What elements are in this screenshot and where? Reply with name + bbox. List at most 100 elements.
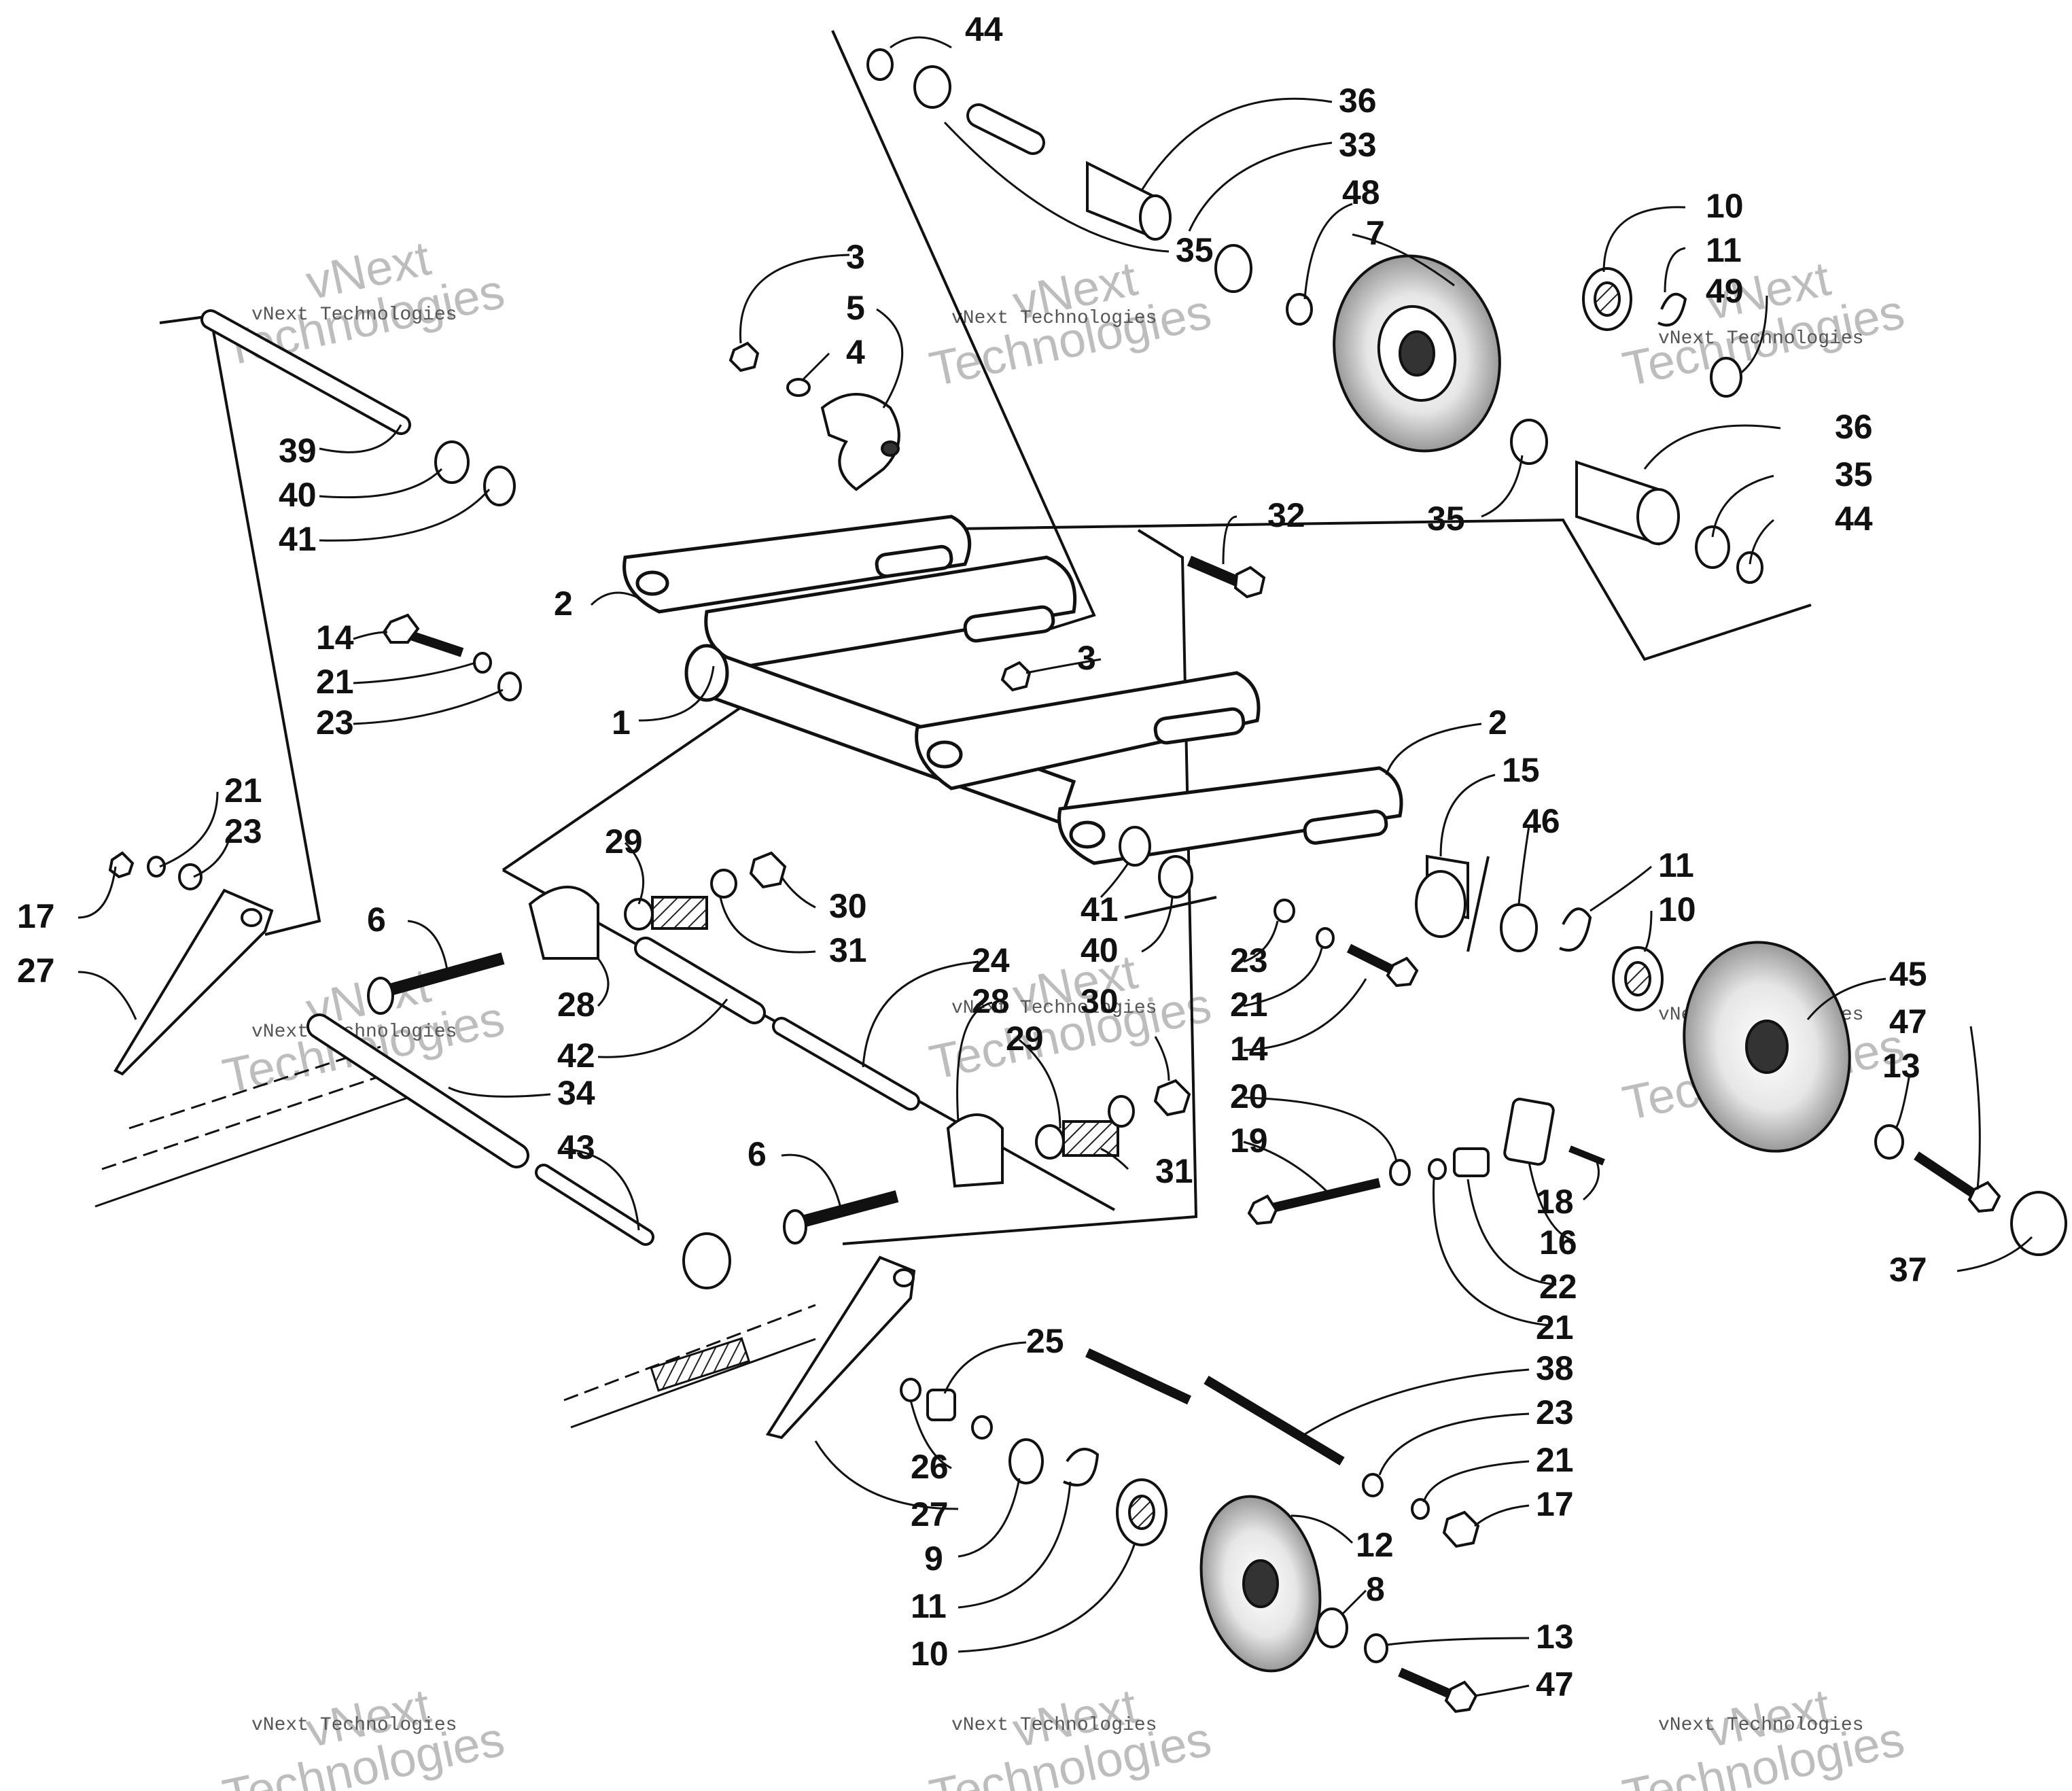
washer-21d bbox=[1428, 1158, 1447, 1180]
bolt-6a-head bbox=[367, 977, 394, 1015]
callout-21: 21 bbox=[1536, 1441, 1574, 1479]
leader bbox=[909, 1399, 952, 1470]
spring-31b bbox=[1062, 1120, 1119, 1157]
cam-hole bbox=[881, 440, 900, 457]
bolt-19-head bbox=[1247, 1194, 1278, 1225]
callout-47: 47 bbox=[1889, 1003, 1927, 1041]
leader bbox=[1481, 455, 1524, 518]
callout-13: 13 bbox=[1882, 1047, 1920, 1085]
bracket-28a bbox=[528, 886, 599, 960]
rail-line bbox=[101, 1066, 408, 1170]
bushing-9 bbox=[1008, 1438, 1044, 1484]
leader bbox=[1243, 1096, 1398, 1163]
callout-29: 29 bbox=[1006, 1020, 1044, 1058]
leader bbox=[1590, 865, 1652, 912]
nut-17b bbox=[1442, 1510, 1480, 1548]
leader bbox=[1100, 863, 1129, 899]
callout-29: 29 bbox=[605, 822, 643, 860]
mid-right-parts bbox=[1119, 555, 2067, 1256]
leader bbox=[956, 1001, 993, 1122]
leader bbox=[638, 665, 715, 722]
callout-35: 35 bbox=[1427, 500, 1465, 538]
callout-4: 4 bbox=[846, 333, 865, 371]
track-rails bbox=[94, 1045, 816, 1429]
watermark-small-1: vNext Technologies bbox=[251, 305, 457, 326]
bushing-41b bbox=[1119, 826, 1151, 867]
washer-23b bbox=[1274, 899, 1295, 923]
callout-21: 21 bbox=[1230, 986, 1268, 1024]
bushing-35 bbox=[1214, 244, 1252, 293]
callout-2: 2 bbox=[1488, 703, 1507, 742]
leader bbox=[1664, 247, 1686, 293]
leader bbox=[1474, 1684, 1530, 1697]
rod-39-inner bbox=[203, 312, 408, 432]
callout-16: 16 bbox=[1539, 1223, 1577, 1262]
frame-bracket bbox=[1467, 856, 1490, 952]
leader bbox=[353, 689, 504, 725]
nut-3-lower bbox=[1000, 661, 1032, 692]
leader bbox=[1341, 1589, 1367, 1616]
leader bbox=[739, 254, 850, 344]
bolt-47-head bbox=[1967, 1181, 2001, 1213]
callout-26: 26 bbox=[911, 1448, 949, 1486]
bushing-6b bbox=[682, 1232, 731, 1289]
leader bbox=[801, 352, 830, 382]
callout-25: 25 bbox=[1026, 1322, 1064, 1360]
bolt-47b-head bbox=[1444, 1680, 1478, 1714]
bolt-47-shank bbox=[1914, 1151, 1980, 1200]
nut-30a bbox=[749, 851, 787, 889]
bearing-10b-race bbox=[1624, 961, 1651, 996]
left-plate-group bbox=[108, 851, 1191, 1289]
callout-42: 42 bbox=[557, 1037, 595, 1075]
frame-left-plate bbox=[159, 314, 321, 936]
spacer-15-end bbox=[1415, 870, 1467, 938]
leader bbox=[193, 832, 232, 878]
washer-44-lower bbox=[1736, 551, 1763, 584]
callout-45: 45 bbox=[1889, 955, 1927, 993]
lower-wheel-group bbox=[765, 1255, 1480, 1714]
callout-48: 48 bbox=[1342, 173, 1380, 211]
nut-17 bbox=[108, 851, 135, 879]
callout-3: 3 bbox=[846, 238, 865, 276]
callout-10: 10 bbox=[911, 1635, 949, 1673]
callout-11: 11 bbox=[911, 1587, 947, 1625]
leader bbox=[1025, 658, 1102, 674]
callout-23: 23 bbox=[1536, 1393, 1574, 1431]
bracket-28b bbox=[946, 1113, 1004, 1188]
callout-15: 15 bbox=[1502, 751, 1540, 789]
callout-30: 30 bbox=[829, 887, 867, 925]
bolt-14b-shank bbox=[1346, 943, 1399, 977]
callout-31: 31 bbox=[829, 931, 867, 969]
leader bbox=[353, 661, 476, 684]
bolt-14b-head bbox=[1386, 956, 1419, 988]
tube-end bbox=[684, 644, 729, 702]
leader bbox=[1243, 947, 1323, 1007]
spacer-25 bbox=[926, 1389, 956, 1421]
callout-6: 6 bbox=[367, 901, 386, 939]
callout-9: 9 bbox=[924, 1540, 943, 1578]
callout-39: 39 bbox=[279, 432, 317, 470]
bolt-6b-head bbox=[783, 1209, 807, 1245]
leader bbox=[624, 841, 645, 905]
bearing-race bbox=[1594, 281, 1621, 317]
idler-wheel-bore bbox=[1399, 330, 1435, 377]
bushing-41 bbox=[483, 466, 516, 506]
nut-30b bbox=[1153, 1079, 1191, 1117]
callout-35: 35 bbox=[1176, 231, 1214, 269]
upper-idler-assembly bbox=[866, 48, 1763, 584]
callout-47: 47 bbox=[1536, 1665, 1574, 1703]
arm-plate-lower-left bbox=[915, 671, 1261, 790]
leader bbox=[1439, 773, 1496, 857]
callout-11: 11 bbox=[1658, 846, 1694, 884]
spacer-shaft-inner bbox=[969, 106, 1042, 152]
leader bbox=[1243, 1141, 1333, 1198]
leader bbox=[1969, 1026, 1981, 1190]
callout-28: 28 bbox=[972, 982, 1010, 1020]
spacer-end bbox=[1636, 488, 1680, 545]
washer-48 bbox=[1286, 293, 1313, 326]
arm-slot bbox=[1153, 707, 1246, 745]
washer-29b-2 bbox=[1108, 1095, 1135, 1128]
arm-plate-upper bbox=[622, 515, 972, 614]
arm-plate-rear bbox=[704, 555, 1077, 668]
washer-13b bbox=[1364, 1633, 1388, 1663]
